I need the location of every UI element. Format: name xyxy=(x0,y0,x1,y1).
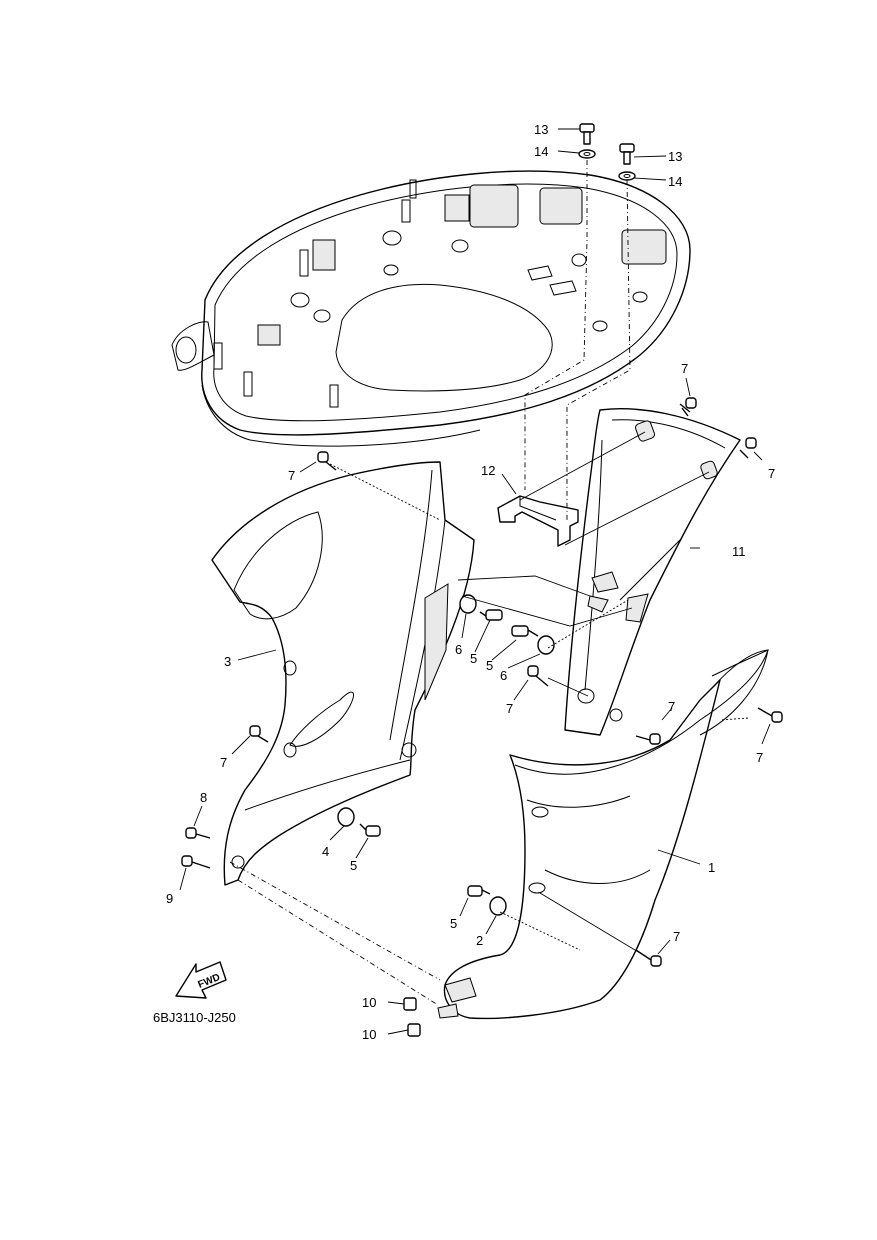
bolt-13-b xyxy=(619,143,635,165)
part-1-lower-apron xyxy=(437,649,769,1020)
callout-7: 7 xyxy=(681,361,688,376)
callout-11: 11 xyxy=(732,544,746,559)
callout-8: 8 xyxy=(200,790,207,805)
part-11-rear-apron xyxy=(564,408,741,736)
callout-10: 10 xyxy=(362,995,376,1010)
assembly-lines xyxy=(229,160,749,1006)
callout-5: 5 xyxy=(350,858,357,873)
callout-14: 14 xyxy=(534,144,548,159)
callout-9: 9 xyxy=(166,891,173,906)
callout-labels: 13 14 13 14 7 7 7 12 11 3 6 5 5 6 7 7 7 … xyxy=(166,122,775,1042)
diagram-code: 6BJ3110-J250 xyxy=(153,1010,236,1025)
callout-12: 12 xyxy=(481,463,495,478)
callout-1: 1 xyxy=(708,860,715,875)
bolt-13-a xyxy=(579,123,595,145)
bottom-cowling-tray xyxy=(171,170,691,447)
callout-13: 13 xyxy=(534,122,548,137)
callout-6: 6 xyxy=(455,642,462,657)
part-3-side-apron xyxy=(211,461,475,886)
callout-7: 7 xyxy=(768,466,775,481)
callout-7: 7 xyxy=(506,701,513,716)
callout-10: 10 xyxy=(362,1027,376,1042)
callout-7: 7 xyxy=(288,468,295,483)
callout-5: 5 xyxy=(470,651,477,666)
callout-6: 6 xyxy=(500,668,507,683)
callout-14: 14 xyxy=(668,174,682,189)
fwd-arrow-icon: FWD xyxy=(175,961,227,999)
callout-5: 5 xyxy=(486,658,493,673)
callout-13: 13 xyxy=(668,149,682,164)
part-12-bracket xyxy=(497,495,579,547)
callout-7: 7 xyxy=(756,750,763,765)
leader-lines xyxy=(179,128,771,1035)
callout-5: 5 xyxy=(450,916,457,931)
callout-7: 7 xyxy=(668,699,675,714)
callout-7: 7 xyxy=(220,755,227,770)
callout-3: 3 xyxy=(224,654,231,669)
callout-2: 2 xyxy=(476,933,483,948)
callout-7: 7 xyxy=(673,929,680,944)
callout-4: 4 xyxy=(322,844,329,859)
